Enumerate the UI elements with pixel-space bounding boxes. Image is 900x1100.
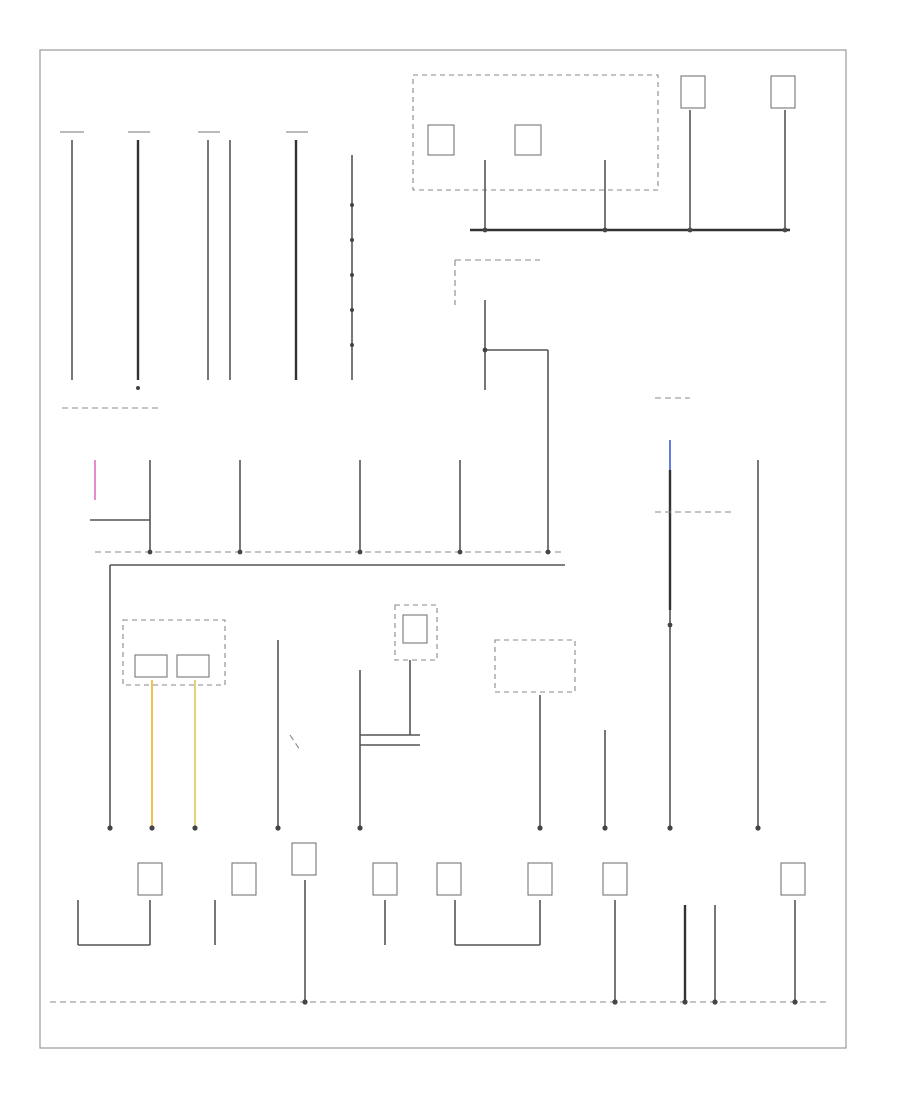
control-unit-box-lower bbox=[122, 619, 226, 686]
middle-section bbox=[62, 397, 759, 828]
page-frame bbox=[39, 49, 847, 1049]
lower-section bbox=[107, 564, 761, 831]
top-section bbox=[60, 74, 796, 552]
bottom-section bbox=[50, 842, 830, 1005]
